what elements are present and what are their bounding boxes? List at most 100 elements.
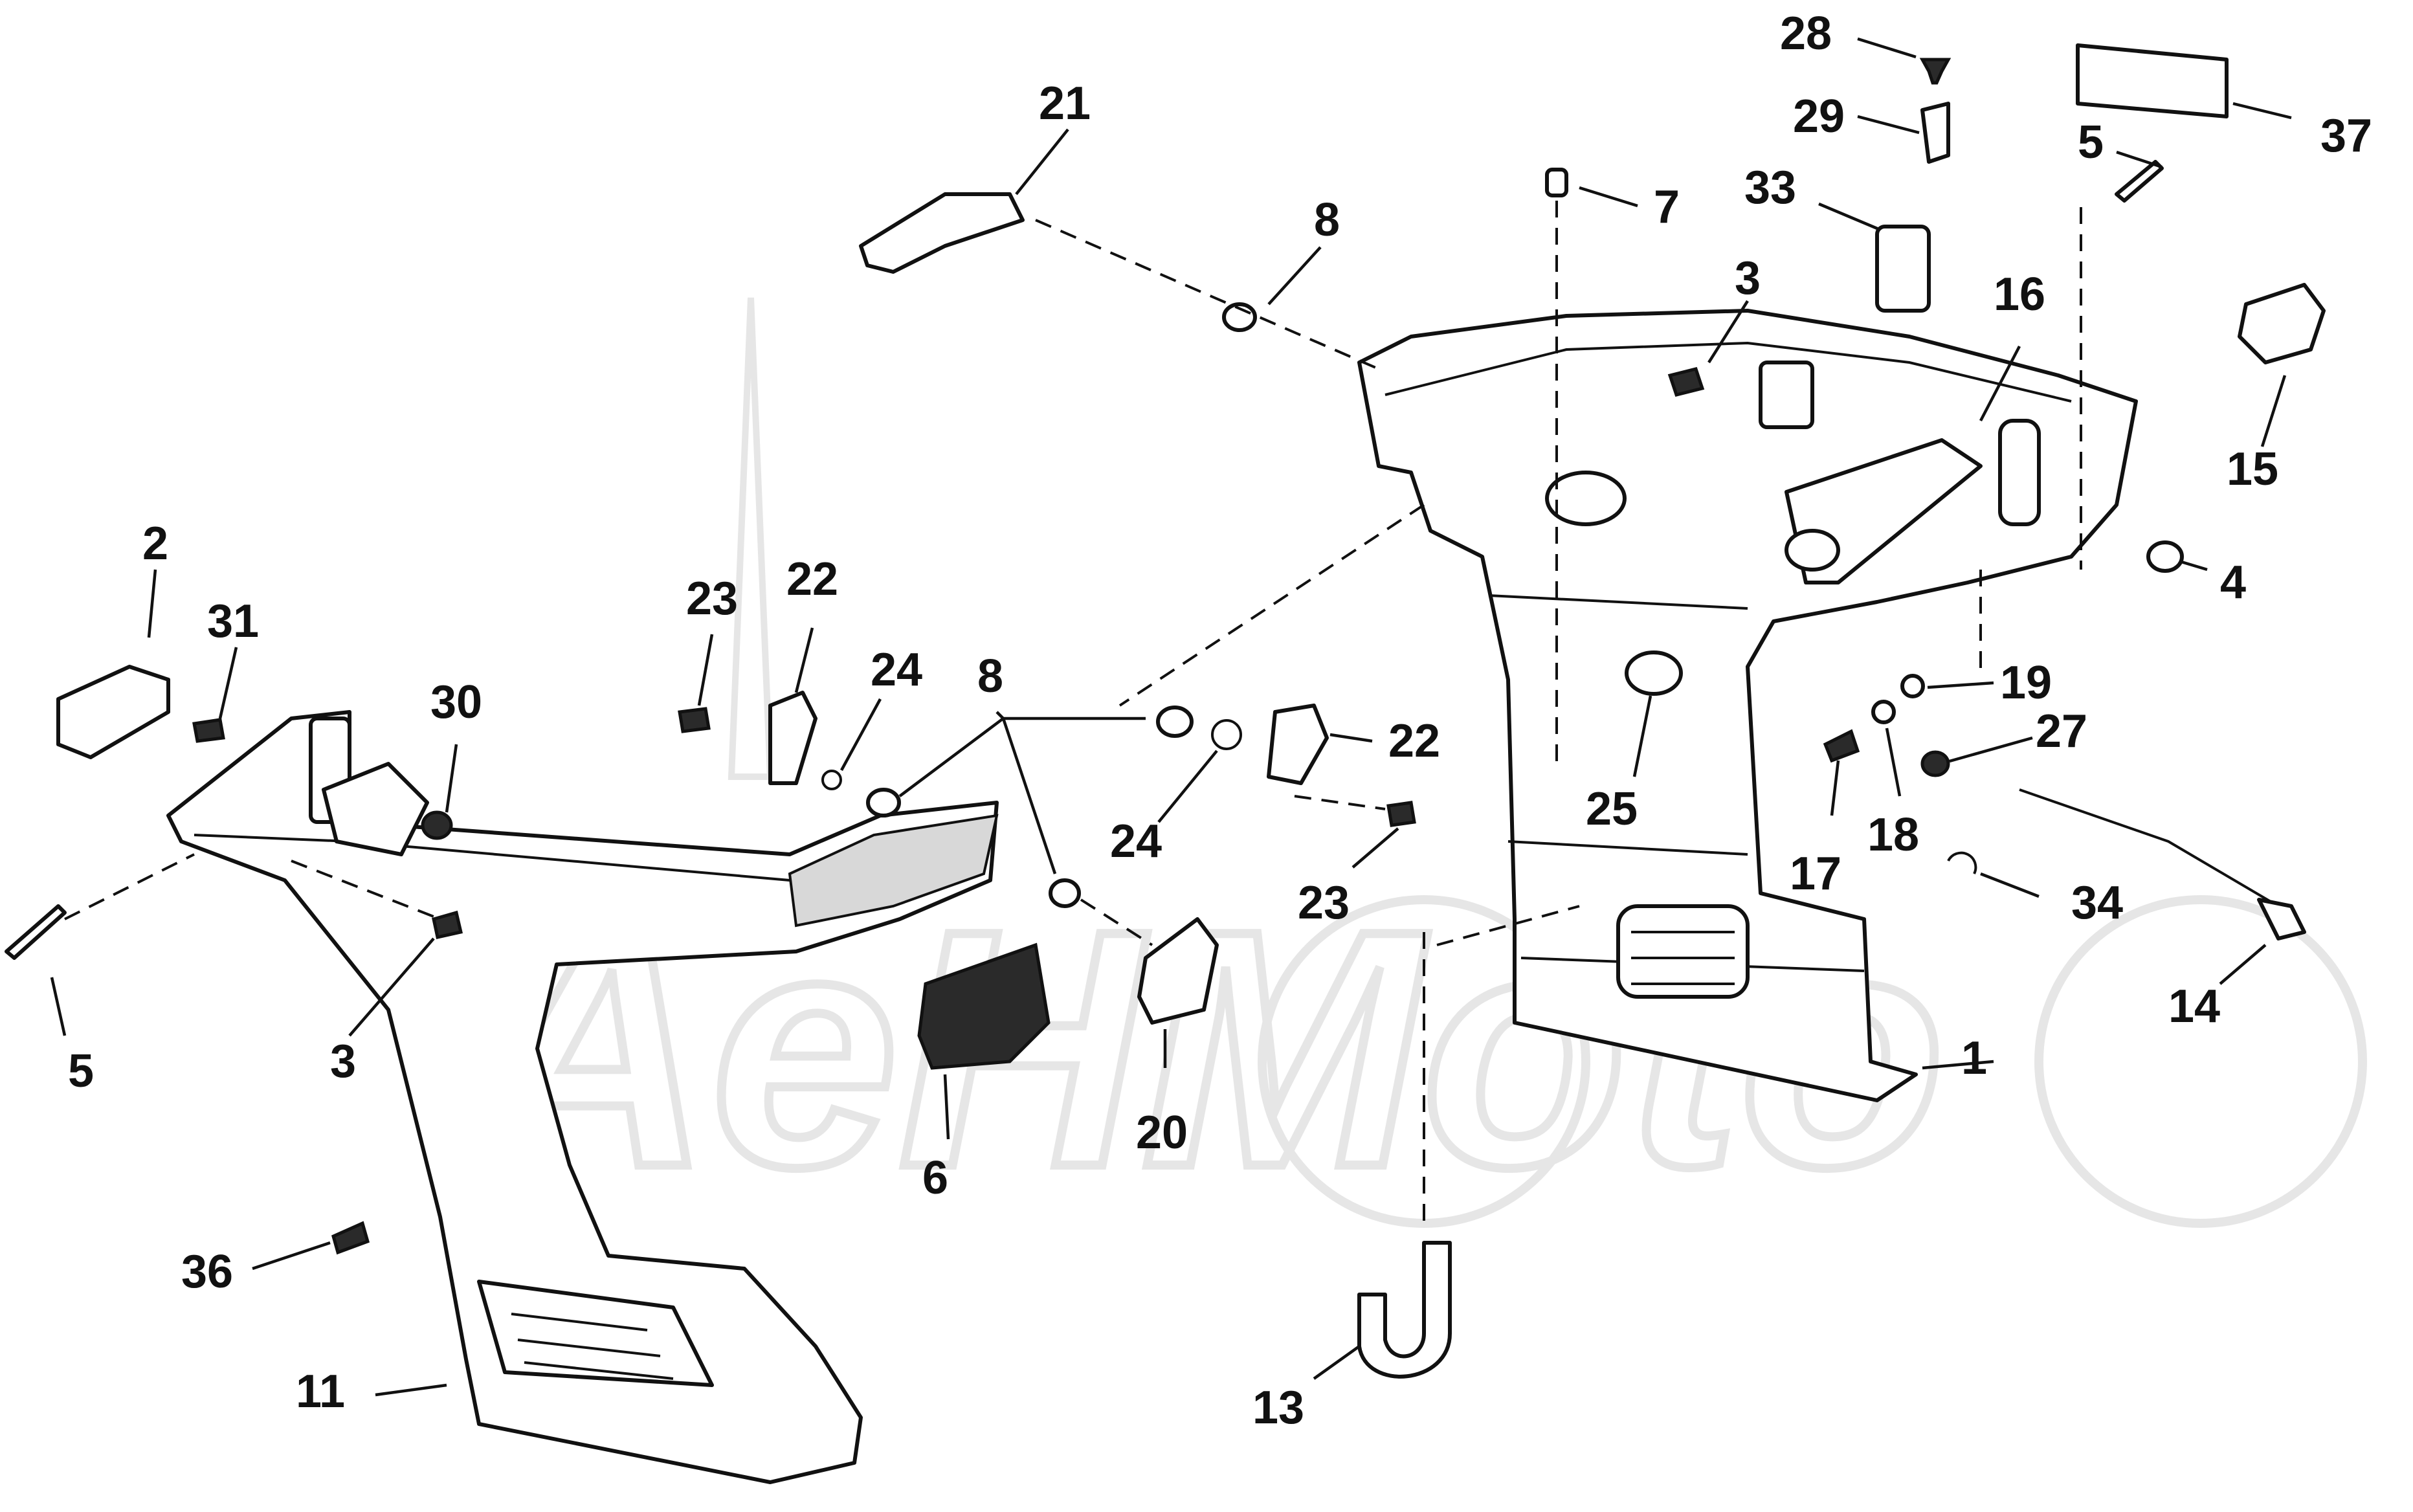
- part-3-screw-upper: [1667, 367, 1705, 397]
- part-6-cover: [917, 942, 1051, 1070]
- callout-23-left: 23: [686, 573, 738, 625]
- callout-33: 33: [1744, 162, 1796, 214]
- vent-grille-left: [477, 1280, 714, 1387]
- vent-grille-right: [1616, 904, 1750, 999]
- dash-screw-to-left: [64, 853, 195, 920]
- part-33-pad: [1875, 225, 1931, 313]
- right-cover-assembly: [1357, 309, 2138, 1102]
- leader-19: [1927, 681, 1994, 689]
- callout-34: 34: [2071, 877, 2123, 929]
- small-parts: [5, 43, 2326, 1379]
- part-2-grip: [56, 665, 170, 759]
- lower-cover-left: [166, 710, 999, 1484]
- part-3-screw-lower: [432, 910, 463, 939]
- part-23-screw-left: [678, 707, 711, 733]
- callout-5-lower: 5: [68, 1045, 94, 1097]
- vent-slots-right: [1631, 931, 1735, 985]
- callout-3-upper: 3: [1735, 252, 1761, 304]
- leader-8-low: [1001, 718, 1057, 874]
- callout-25: 25: [1586, 783, 1638, 835]
- part-14-knob: [2257, 898, 2306, 940]
- leader-23-right: [1351, 827, 1399, 869]
- leader-23-left: [697, 634, 714, 706]
- inner-sleeve-left: [1545, 471, 1627, 526]
- leader-5-lower: [50, 977, 67, 1036]
- callout-6: 6: [922, 1152, 948, 1204]
- dash-lever-to-cover: [1035, 219, 1379, 370]
- callout-7: 7: [1654, 181, 1680, 233]
- leader-14: [2219, 944, 2267, 985]
- callout-18: 18: [1867, 809, 1919, 861]
- part-23-screw-right: [1386, 801, 1416, 827]
- leader-16: [1979, 345, 2021, 422]
- leader-5-upper: [2116, 150, 2163, 169]
- leader-22-right: [1329, 733, 1373, 743]
- part-28-screw: [1919, 58, 1952, 85]
- callout-4: 4: [2220, 557, 2246, 608]
- dash-latch-to-screw: [1294, 795, 1386, 810]
- part-24-ring-right: [1211, 719, 1242, 750]
- callout-19: 19: [2000, 657, 2052, 709]
- leader-29: [1857, 115, 1920, 135]
- leader-3-upper: [1707, 300, 1749, 364]
- part-7-pin: [1545, 168, 1568, 197]
- leader-18: [1885, 728, 1902, 797]
- leader-15: [2260, 375, 2287, 447]
- part-31-screw: [192, 718, 225, 743]
- watermark-wheel-left: [1258, 895, 1590, 1228]
- callout-15: 15: [2227, 443, 2278, 495]
- callout-14: 14: [2168, 981, 2220, 1032]
- callout-13: 13: [1252, 1382, 1304, 1434]
- inner-sleeve-end: [1785, 529, 1840, 572]
- part-19-washer: [1900, 674, 1925, 698]
- left-bracket: [322, 762, 429, 856]
- grommet-25: [1625, 650, 1683, 696]
- part-30-nut: [421, 810, 453, 840]
- leader-11: [375, 1383, 447, 1397]
- part-18-nut: [1871, 700, 1896, 724]
- pad-seat: [1759, 361, 1814, 429]
- callout-23-right: 23: [1298, 877, 1350, 929]
- callout-31: 31: [207, 595, 259, 647]
- watermark-spire: [728, 297, 774, 780]
- callout-labels: 1 2 3 3 4 5 5 6 7 8 8 11 13 14 15 16 17 …: [68, 8, 2372, 1434]
- leader-22-left: [794, 627, 814, 693]
- leader-lines: [50, 37, 2292, 1397]
- leader-31: [218, 647, 238, 719]
- callout-22-left: 22: [786, 553, 838, 605]
- part-14-cable: [2019, 788, 2280, 907]
- leader-8-hub: [995, 711, 1005, 720]
- leader-30: [445, 744, 458, 813]
- part-8-bushing-left: [866, 788, 901, 817]
- part-37-decal: [2076, 43, 2229, 118]
- post-16: [1998, 419, 2041, 526]
- callout-5-upper: 5: [2078, 117, 2104, 168]
- leader-33: [1818, 202, 1881, 232]
- leader-8-left: [898, 717, 1005, 797]
- leader-25: [1632, 695, 1652, 777]
- callout-2: 2: [142, 518, 168, 570]
- assembly-lines: [64, 201, 2082, 1230]
- callout-3-lower: 3: [330, 1036, 356, 1087]
- leader-6: [943, 1074, 950, 1140]
- part-8-bushing-mid: [1156, 706, 1194, 738]
- part-27-grommet: [1920, 750, 1950, 777]
- left-cover-assembly: [166, 710, 999, 1484]
- leader-24-right: [1157, 750, 1218, 823]
- dash-bushing-to-handle: [1080, 898, 1153, 946]
- part-24-ring-left: [821, 770, 842, 790]
- callout-28: 28: [1780, 8, 1832, 60]
- part-36-screw: [331, 1221, 370, 1255]
- part-22-latch-right: [1267, 704, 1329, 785]
- dash-cover-to-latch: [1118, 504, 1425, 707]
- part-5-screw-lower: [5, 904, 67, 960]
- callout-20: 20: [1136, 1107, 1188, 1159]
- callout-22-right: 22: [1388, 715, 1440, 767]
- part-22-latch-left: [768, 691, 817, 785]
- leader-4: [2181, 560, 2208, 572]
- part-17-screw: [1823, 729, 1860, 763]
- leader-13: [1313, 1345, 1361, 1380]
- part-29-clip: [1920, 102, 1950, 164]
- part-5-screw-upper: [2115, 160, 2164, 203]
- callout-24-right: 24: [1110, 816, 1162, 867]
